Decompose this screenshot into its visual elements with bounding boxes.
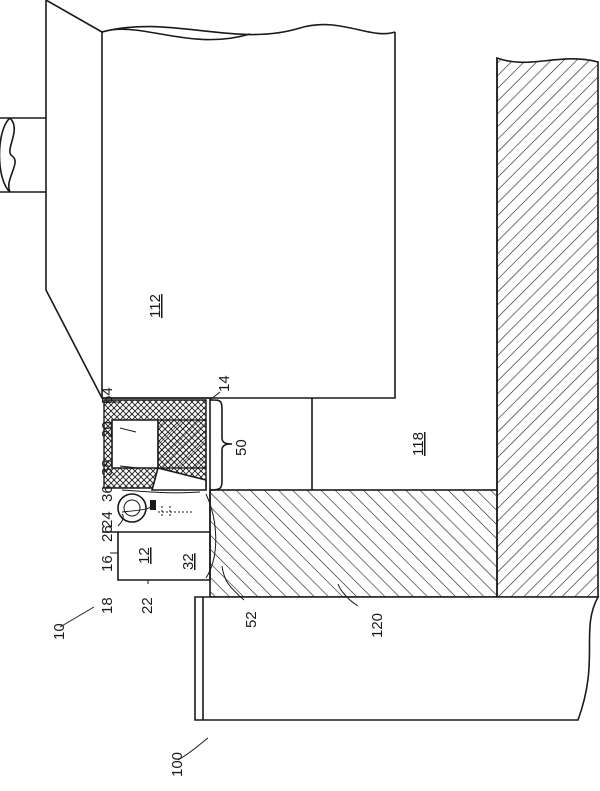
labels: 112 118 120 100 10 12 14 16 18 20 22 24 … xyxy=(51,294,427,777)
seal-assembly-10 xyxy=(102,397,217,581)
label-10: 10 xyxy=(51,623,68,640)
piston-body-112 xyxy=(45,0,396,399)
label-100: 100 xyxy=(169,752,186,777)
label-12: 12 xyxy=(136,547,153,564)
label-54: 54 xyxy=(99,387,116,404)
shaft xyxy=(0,117,46,193)
housing xyxy=(496,56,599,598)
label-32: 32 xyxy=(180,553,197,570)
label-20: 20 xyxy=(99,421,116,438)
block-120 xyxy=(209,489,498,598)
label-16: 16 xyxy=(99,555,116,572)
gap-118 xyxy=(210,397,395,490)
label-18: 18 xyxy=(99,597,116,614)
label-14: 14 xyxy=(216,375,233,392)
label-36: 36 xyxy=(99,485,116,502)
label-24: 24 xyxy=(99,511,116,528)
label-22: 22 xyxy=(139,597,156,614)
label-26: 26 xyxy=(99,525,116,542)
leader-lines xyxy=(59,391,359,761)
label-118: 118 xyxy=(410,432,427,456)
label-112: 112 xyxy=(147,294,164,318)
label-120: 120 xyxy=(369,613,386,638)
label-52: 52 xyxy=(243,611,260,628)
label-50: 50 xyxy=(233,439,250,456)
cylinder-100 xyxy=(194,596,600,721)
label-38: 38 xyxy=(99,459,116,476)
bracket-50 xyxy=(209,399,233,491)
